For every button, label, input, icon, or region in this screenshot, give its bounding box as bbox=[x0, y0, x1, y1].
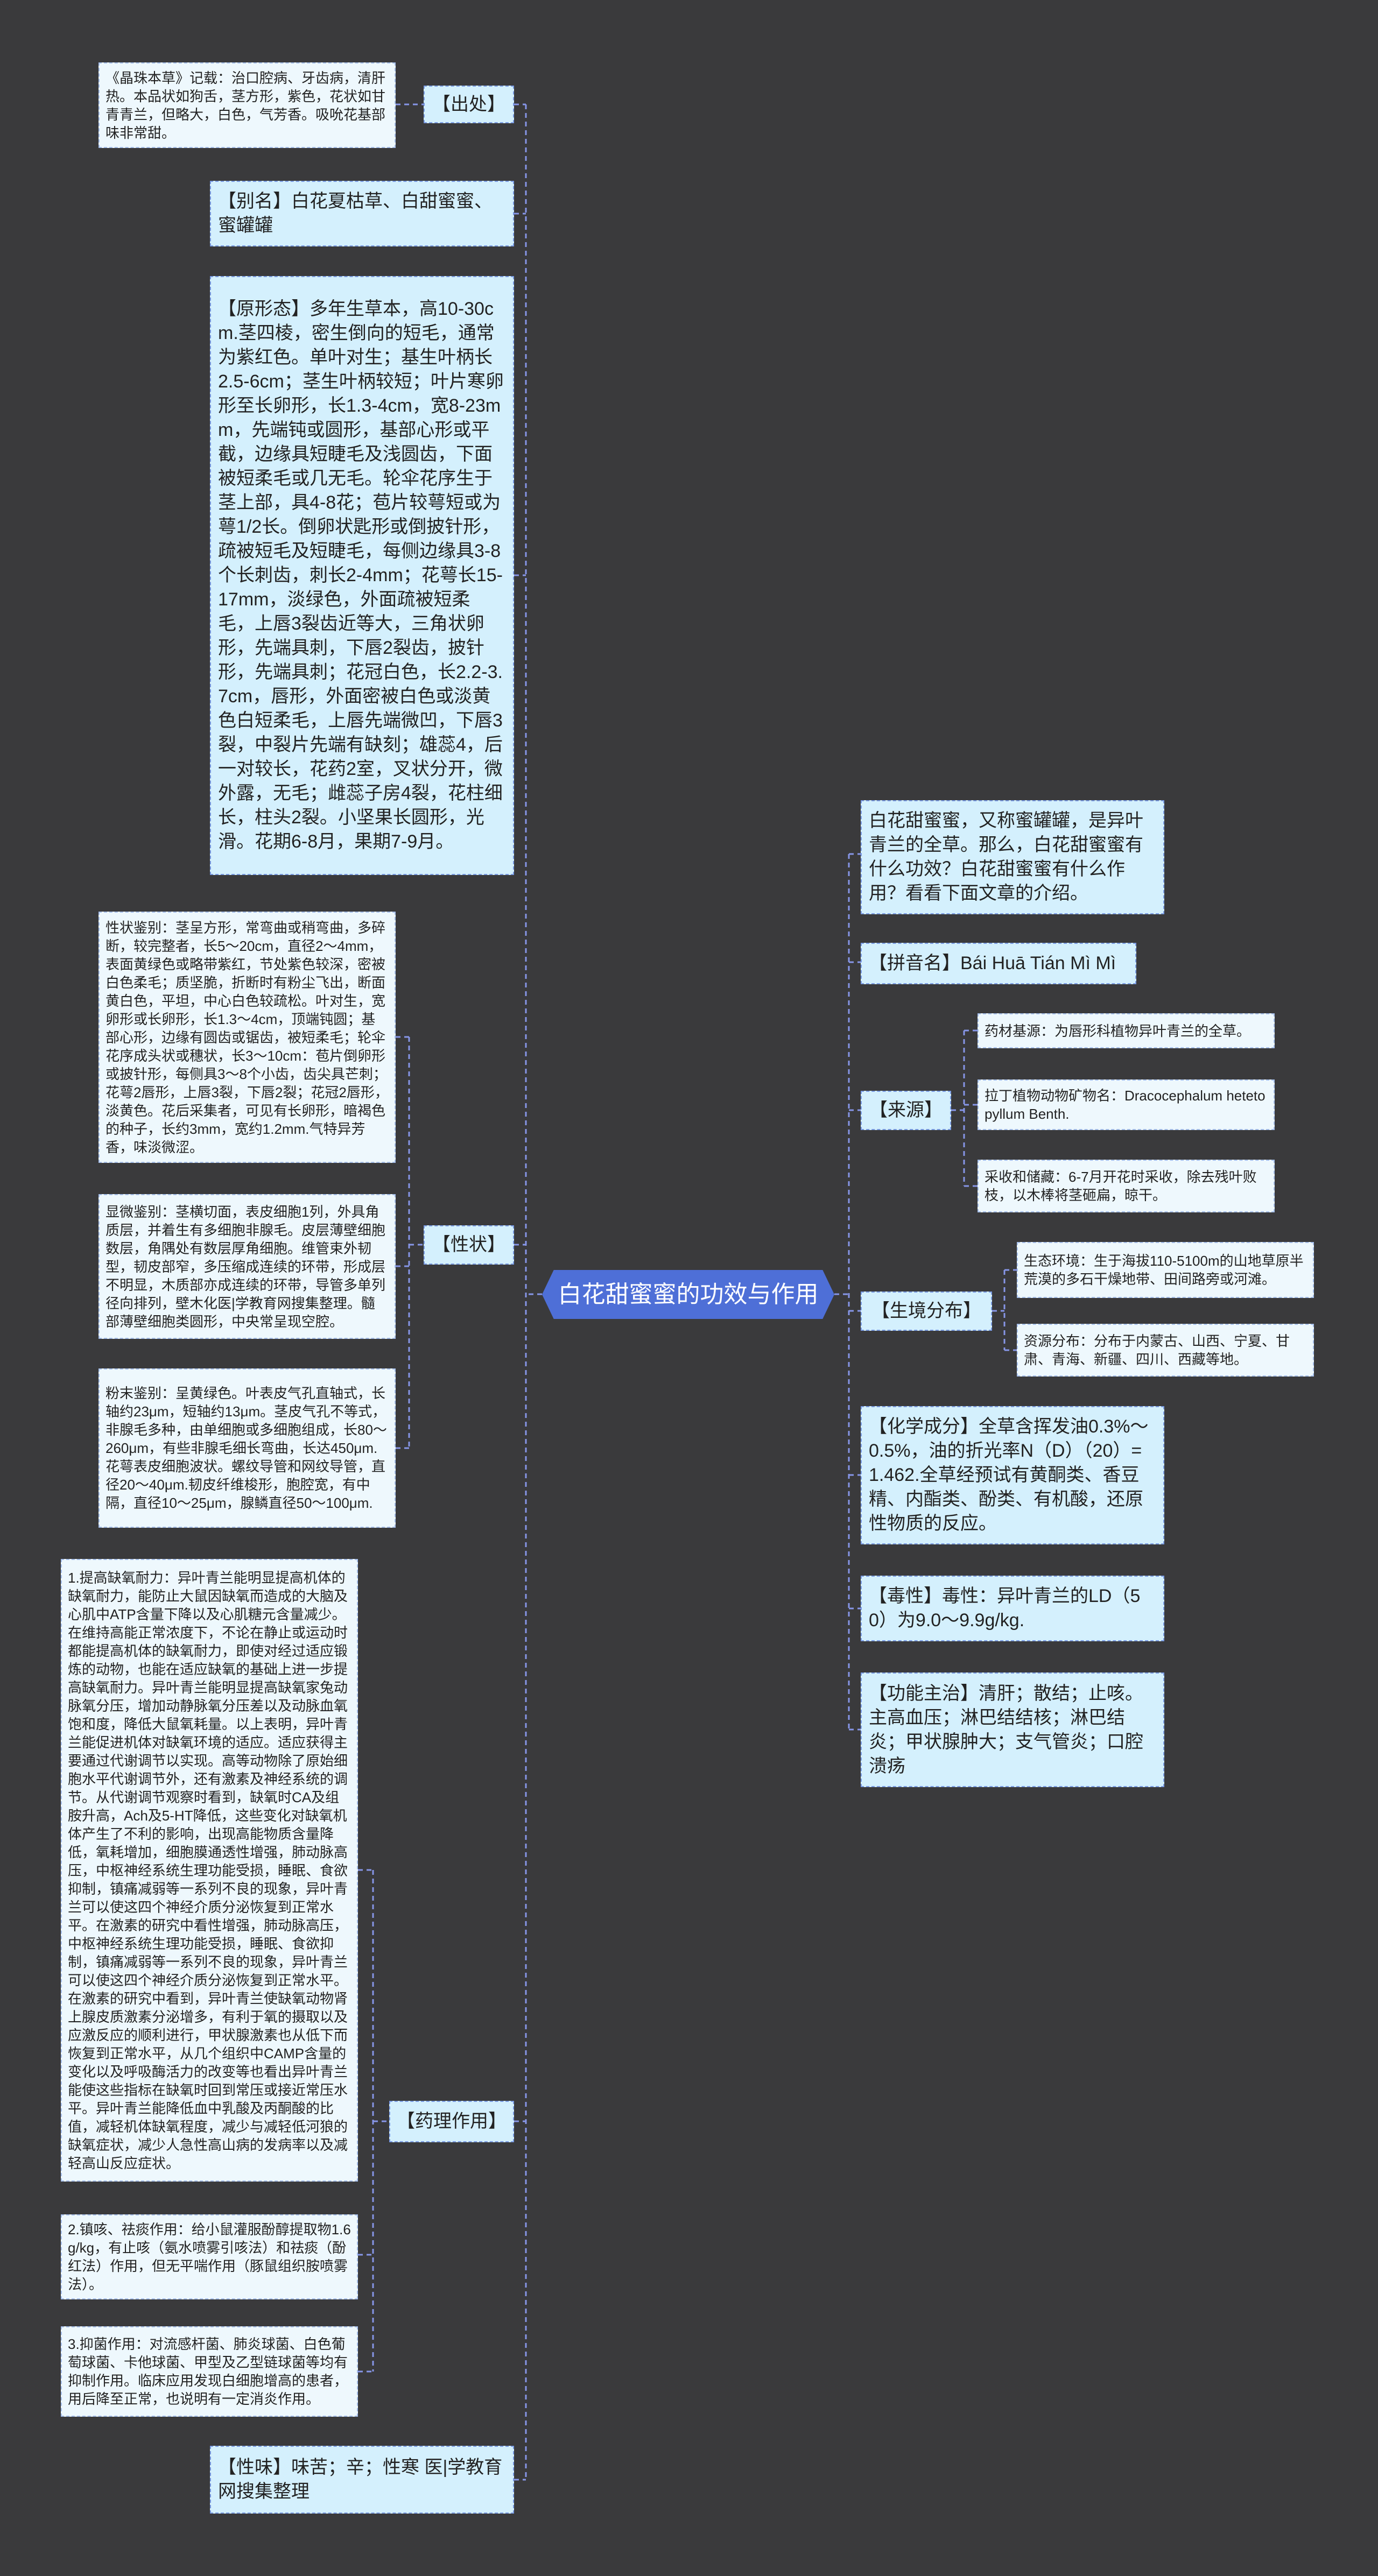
habitat-distribution-text: 资源分布：分布于内蒙古、山西、宁夏、甘肃、青海、新疆、四川、西藏等地。 bbox=[1024, 1333, 1290, 1367]
characteristics-label: 【性状】 bbox=[432, 1234, 505, 1255]
center-topic: 白花甜蜜蜜的功效与作用 bbox=[542, 1270, 834, 1319]
pharmacology-antibacterial-text: 3.抑菌作用：对流感杆菌、肺炎球菌、白色葡萄球菌、卡他球菌、甲型及乙型链球菌等均… bbox=[68, 2336, 348, 2407]
pharmacology-label: 【药理作用】 bbox=[397, 2111, 507, 2132]
alias-node: 【别名】白花夏枯草、白甜蜜蜜、蜜罐罐 bbox=[210, 181, 514, 246]
origin-material-text: 药材基源：为唇形科植物异叶青兰的全草。 bbox=[985, 1022, 1251, 1039]
chemistry-node: 【化学成分】全草含挥发油0.3%～0.5%，油的折光率N（D）（20）=1.46… bbox=[861, 1406, 1164, 1544]
origin-node: 【来源】 bbox=[861, 1091, 951, 1130]
pinyin-text: 【拼音名】Bái Huā Tián Mì Mì bbox=[869, 953, 1116, 973]
morphology-text: 【原形态】多年生草本，高10-30cm.茎四棱，密生倒向的短毛，通常为紫红色。单… bbox=[218, 299, 504, 852]
pinyin-node: 【拼音名】Bái Huā Tián Mì Mì bbox=[861, 943, 1136, 984]
habitat-ecology-text: 生态环境：生于海拔110-5100m的山地草原半荒漠的多石干燥地带、田间路旁或河… bbox=[1024, 1253, 1304, 1287]
pharmacology-node: 【药理作用】 bbox=[389, 2101, 514, 2142]
microscopic-identification-text: 显微鉴别：茎横切面，表皮细胞1列，外具角质层，并着生有多细胞非腺毛。皮层薄壁细胞… bbox=[106, 1203, 386, 1330]
pharmacology-hypoxia-note: 1.提高缺氧耐力：异叶青兰能明显提高机体的缺氧耐力，能防止大鼠因缺氧而造成的大脑… bbox=[61, 1559, 358, 2182]
function-indication-node: 【功能主治】清肝；散结；止咳。主高血压；淋巴结结核；淋巴结炎；甲状腺肿大；支气管… bbox=[861, 1672, 1164, 1787]
trait-identification-note: 性状鉴别：茎呈方形，常弯曲或稍弯曲，多碎断，较完整者，长5～20cm，直径2～4… bbox=[99, 912, 396, 1163]
source-label: 【出处】 bbox=[432, 94, 505, 115]
pharmacology-hypoxia-text: 1.提高缺氧耐力：异叶青兰能明显提高机体的缺氧耐力，能防止大鼠因缺氧而造成的大脑… bbox=[68, 1569, 348, 2171]
taste-nature-node: 【性味】味苦；辛；性寒 医|学教育网搜集整理 bbox=[210, 2446, 514, 2514]
chemistry-text: 【化学成分】全草含挥发油0.3%～0.5%，油的折光率N（D）（20）=1.46… bbox=[869, 1416, 1149, 1534]
habitat-ecology-note: 生态环境：生于海拔110-5100m的山地草原半荒漠的多石干燥地带、田间路旁或河… bbox=[1017, 1242, 1314, 1298]
taste-nature-text: 【性味】味苦；辛；性寒 医|学教育网搜集整理 bbox=[218, 2457, 503, 2502]
center-topic-title: 白花甜蜜蜜的功效与作用 bbox=[558, 1281, 819, 1308]
source-node: 【出处】 bbox=[424, 86, 514, 123]
origin-material-note: 药材基源：为唇形科植物异叶青兰的全草。 bbox=[978, 1013, 1275, 1048]
origin-harvest-note: 采收和储藏：6-7月开花时采收，除去残叶败枝，以木棒将茎砸扁，晾干。 bbox=[978, 1160, 1275, 1212]
source-detail-text: 《晶珠本草》记载：治口腔病、牙齿病，清肝热。本品状如狗舌，茎方形，紫色，花状如甘… bbox=[106, 69, 386, 141]
toxicity-node: 【毒性】毒性：异叶青兰的LD（50）为9.0～9.9g/kg. bbox=[861, 1576, 1164, 1641]
intro-text: 白花甜蜜蜜，又称蜜罐罐，是异叶青兰的全草。那么，白花甜蜜蜜有什么功效？白花甜蜜蜜… bbox=[869, 810, 1143, 904]
source-detail-note: 《晶珠本草》记载：治口腔病、牙齿病，清肝热。本品状如狗舌，茎方形，紫色，花状如甘… bbox=[99, 62, 396, 148]
origin-latin-name-note: 拉丁植物动物矿物名：Dracocephalum hetetopyllum Ben… bbox=[978, 1079, 1275, 1130]
habitat-distribution-note: 资源分布：分布于内蒙古、山西、宁夏、甘肃、青海、新疆、四川、西藏等地。 bbox=[1017, 1324, 1314, 1377]
habitat-node: 【生境分布】 bbox=[861, 1291, 992, 1331]
pharmacology-antitussive-note: 2.镇咳、祛痰作用：给小鼠灌服酚醇提取物1.6g/kg，有止咳（氨水喷雾引咳法）… bbox=[61, 2214, 358, 2299]
morphology-node: 【原形态】多年生草本，高10-30cm.茎四棱，密生倒向的短毛，通常为紫红色。单… bbox=[210, 276, 514, 875]
origin-latin-name-text: 拉丁植物动物矿物名：Dracocephalum hetetopyllum Ben… bbox=[985, 1088, 1265, 1122]
origin-harvest-text: 采收和储藏：6-7月开花时采收，除去残叶败枝，以木棒将茎砸扁，晾干。 bbox=[985, 1169, 1257, 1203]
function-indication-text: 【功能主治】清肝；散结；止咳。主高血压；淋巴结结核；淋巴结炎；甲状腺肿大；支气管… bbox=[869, 1683, 1143, 1776]
intro-node: 白花甜蜜蜜，又称蜜罐罐，是异叶青兰的全草。那么，白花甜蜜蜜有什么功效？白花甜蜜蜜… bbox=[861, 800, 1164, 914]
trait-identification-text: 性状鉴别：茎呈方形，常弯曲或稍弯曲，多碎断，较完整者，长5～20cm，直径2～4… bbox=[106, 919, 389, 1155]
origin-label: 【来源】 bbox=[869, 1100, 943, 1120]
pharmacology-antibacterial-note: 3.抑菌作用：对流感杆菌、肺炎球菌、白色葡萄球菌、卡他球菌、甲型及乙型链球菌等均… bbox=[61, 2326, 358, 2417]
pharmacology-antitussive-text: 2.镇咳、祛痰作用：给小鼠灌服酚醇提取物1.6g/kg，有止咳（氨水喷雾引咳法）… bbox=[68, 2221, 351, 2292]
alias-text: 【别名】白花夏枯草、白甜蜜蜜、蜜罐罐 bbox=[218, 191, 493, 236]
powder-identification-note: 粉末鉴别：呈黄绿色。叶表皮气孔直轴式，长轴约23μm，短轴约13μm。茎皮气孔不… bbox=[99, 1368, 396, 1528]
powder-identification-text: 粉末鉴别：呈黄绿色。叶表皮气孔直轴式，长轴约23μm，短轴约13μm。茎皮气孔不… bbox=[106, 1385, 387, 1511]
toxicity-text: 【毒性】毒性：异叶青兰的LD（50）为9.0～9.9g/kg. bbox=[869, 1586, 1141, 1631]
habitat-label: 【生境分布】 bbox=[871, 1301, 981, 1321]
characteristics-node: 【性状】 bbox=[424, 1225, 514, 1265]
microscopic-identification-note: 显微鉴别：茎横切面，表皮细胞1列，外具角质层，并着生有多细胞非腺毛。皮层薄壁细胞… bbox=[99, 1194, 396, 1339]
